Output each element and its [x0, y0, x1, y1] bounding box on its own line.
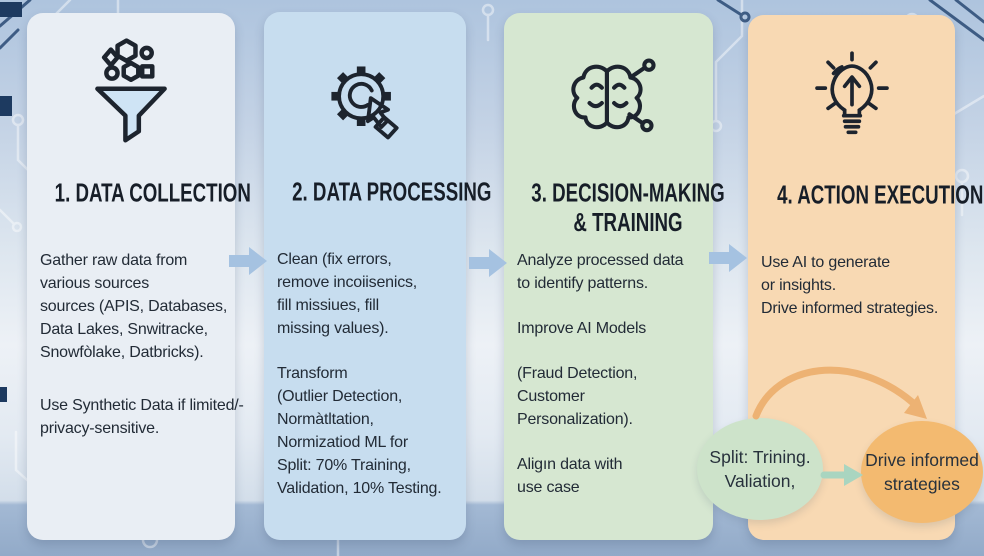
panel-paragraph: Clean (fix errors, remove incoiisenics, …: [277, 251, 418, 337]
brain-icon: [504, 57, 713, 143]
bubble-split-validation: Split: Trining. Valiation,: [697, 418, 823, 520]
panel-paragraph: Aligın data with use case: [517, 456, 623, 496]
panel-body: Clean (fix errors, remove incoiisenics, …: [264, 248, 466, 522]
bubble-label: Split: Trining. Valiation,: [709, 447, 811, 491]
panel-paragraph: Analyze processed data to identify patte…: [517, 252, 684, 292]
panel-paragraph: Use Synthetic Data if limited/- privacy-…: [40, 397, 244, 437]
panel-title: 4. ACTION EXECUTION: [777, 181, 984, 211]
funnel-icon: [27, 35, 235, 147]
panel-paragraph: (Fraud Detection, Customer Personalizati…: [517, 365, 638, 428]
flow-arrow-1-to-2: [229, 247, 267, 275]
lightbulb-icon: [748, 51, 955, 151]
panel-title: 3. DECISION-MAKING & TRAINING: [531, 179, 725, 238]
panel-decision-making: 3. DECISION-MAKING & TRAINING Analyze pr…: [504, 13, 725, 540]
panel-body: Analyze processed data to identify patte…: [504, 249, 713, 521]
panel-data-processing: 2. DATA PROCESSING Clean (fix errors, re…: [264, 12, 492, 540]
bubble-drive-strategies: Drive informed strategies: [861, 421, 983, 523]
gear-hand-icon: [264, 54, 466, 150]
panel-body: Use AI to generate or insights. Drive in…: [748, 251, 955, 342]
panel-data-collection: 1. DATA COLLECTION Gather raw data from …: [27, 13, 251, 540]
flow-arrow-2-to-3: [469, 249, 507, 277]
panel-body: Gather raw data from various sources sou…: [27, 249, 244, 462]
panel-paragraph: Improve AI Models: [517, 320, 647, 337]
panel-title: 1. DATA COLLECTION: [54, 179, 251, 209]
panel-title: 2. DATA PROCESSING: [292, 178, 492, 208]
flow-arrow-3-to-4: [709, 244, 747, 272]
bubble-label: Drive informed strategies: [865, 450, 979, 494]
panel-paragraph: Transform (Outlier Detection, Normàtltat…: [277, 365, 442, 497]
panel-paragraph: Gather raw data from various sources sou…: [40, 252, 228, 361]
panel-paragraph: Use AI to generate or insights. Drive in…: [761, 254, 939, 317]
